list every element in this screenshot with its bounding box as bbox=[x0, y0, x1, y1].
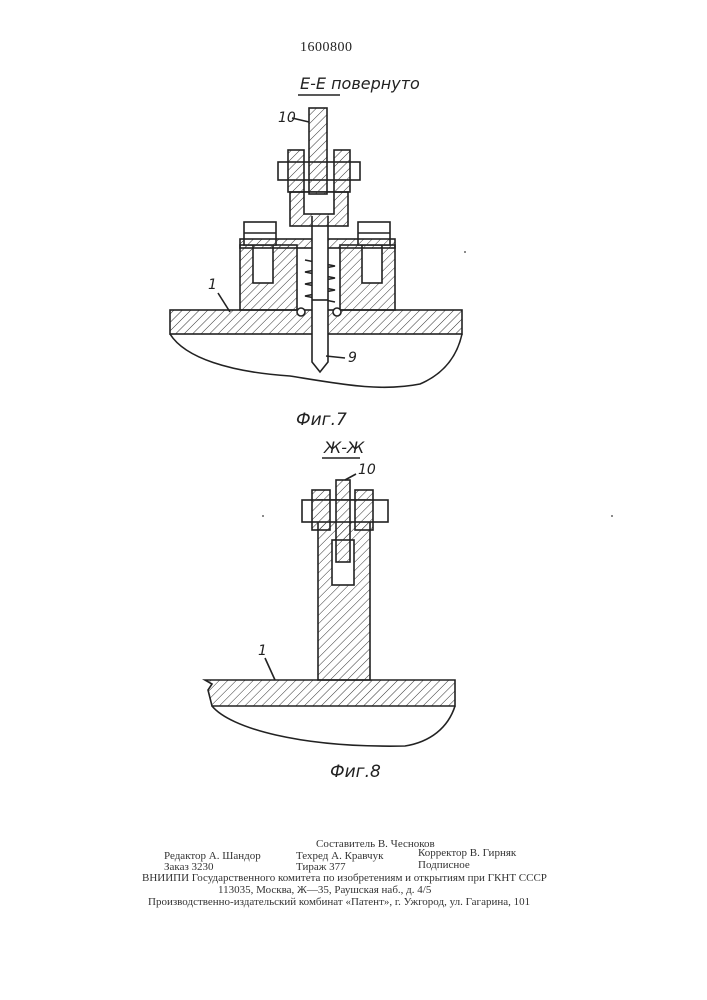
section-title-zh-zh: Ж-Ж bbox=[324, 438, 364, 457]
imprint-subscription: Подписное bbox=[418, 859, 470, 871]
callout-9-fig7: 9 bbox=[348, 350, 357, 366]
figure-8-drawing bbox=[205, 458, 455, 746]
imprint-compiler: Составитель В. Чесноков bbox=[316, 838, 435, 850]
callout-1-fig8: 1 bbox=[258, 643, 267, 659]
imprint-institute: ВНИИПИ Государственного комитета по изоб… bbox=[142, 872, 547, 884]
callout-1-fig7: 1 bbox=[208, 277, 217, 293]
callout-10-fig7: 10 bbox=[278, 110, 296, 126]
figure-7-drawing bbox=[170, 95, 462, 387]
section-title-e-e: E-E повернуто bbox=[300, 74, 420, 93]
imprint-plant: Производственно-издательский комбинат «П… bbox=[148, 896, 530, 908]
callout-10-fig8: 10 bbox=[358, 462, 376, 478]
imprint-address: 113035, Москва, Ж—35, Раушская наб., д. … bbox=[218, 884, 431, 896]
figure-7-caption: Фиг.7 bbox=[296, 410, 347, 430]
imprint-corrector: Корректор В. Гирняк bbox=[418, 847, 516, 859]
figure-8-caption: Фиг.8 bbox=[330, 762, 381, 782]
